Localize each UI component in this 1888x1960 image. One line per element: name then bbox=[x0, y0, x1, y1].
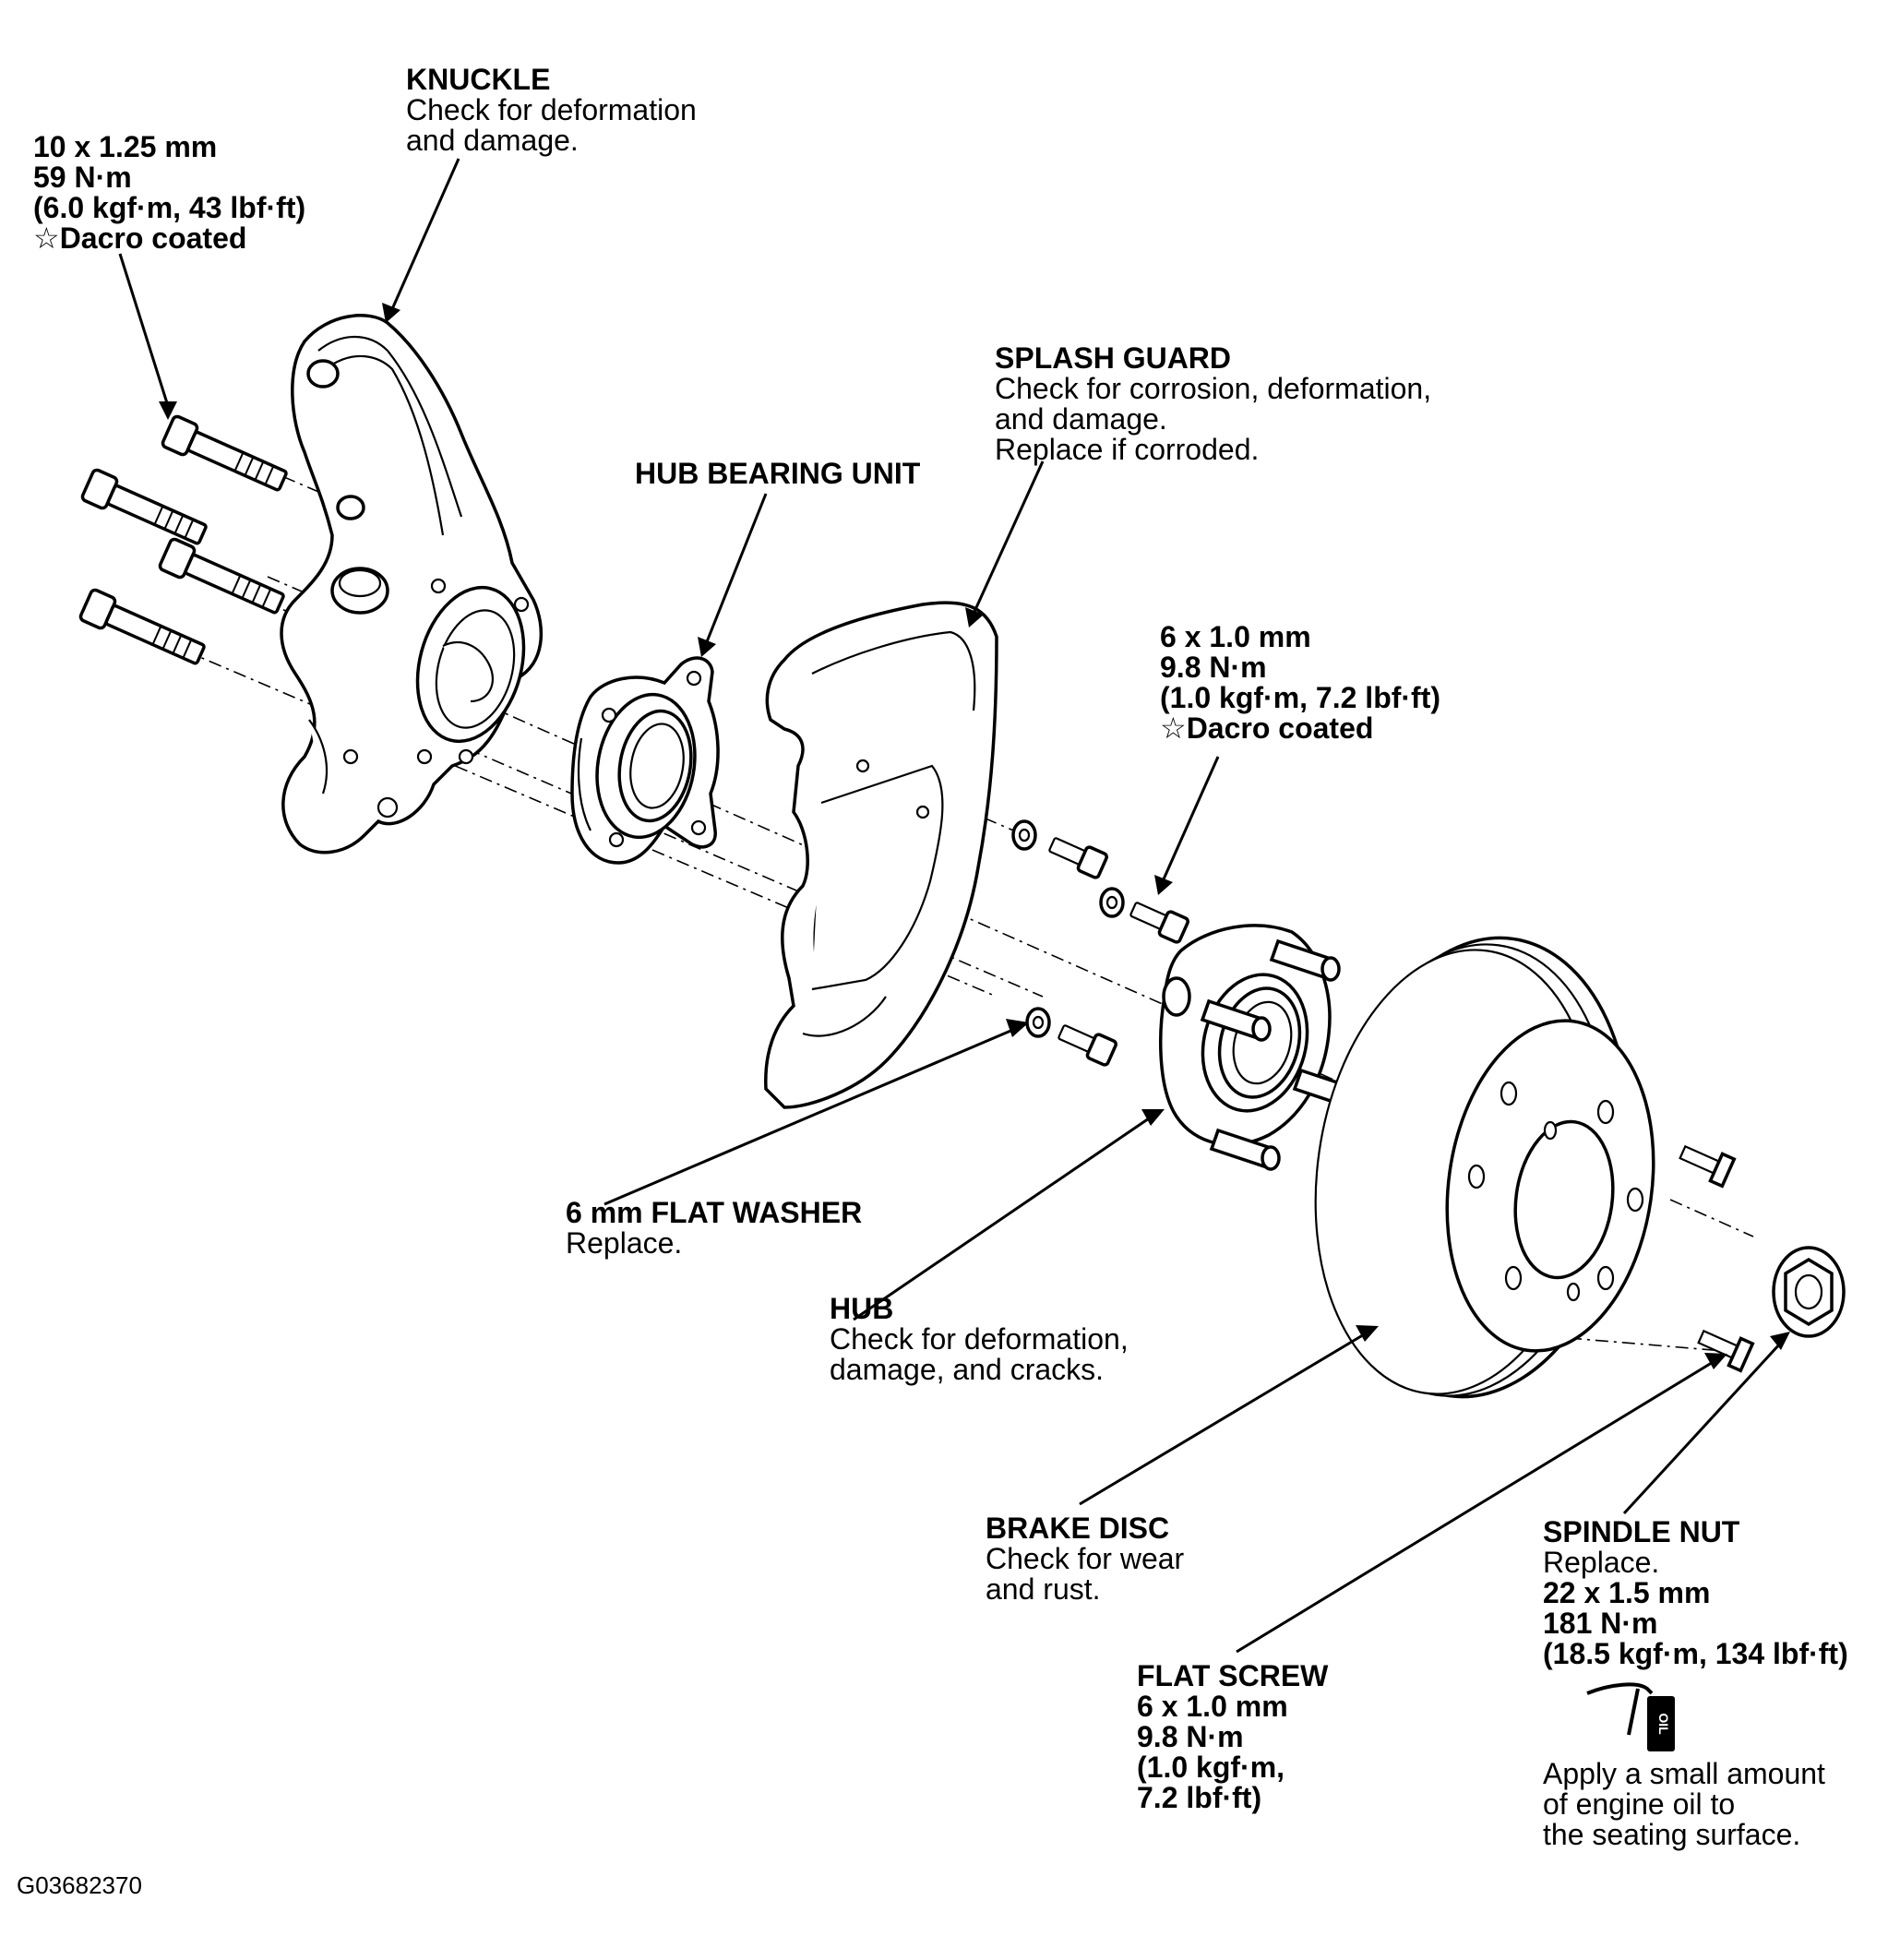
hub-part bbox=[1159, 924, 1364, 1171]
oil-can-icon: OIL bbox=[1586, 1682, 1675, 1751]
oil-note-1: Apply a small amount bbox=[1543, 1757, 1825, 1790]
spindle-nut-torque: 181 N·m bbox=[1543, 1607, 1658, 1640]
flat-screw-size: 6 x 1.0 mm bbox=[1137, 1690, 1288, 1723]
knuckle-title: KNUCKLE bbox=[406, 63, 551, 96]
knuckle-bolt-size: 10 x 1.25 mm bbox=[33, 130, 218, 163]
spindle-nut-part bbox=[1772, 1246, 1846, 1338]
flat-screw-icon bbox=[1679, 1144, 1737, 1189]
splash-bolt-torque-alt: (1.0 kgf·m, 7.2 lbf·ft) bbox=[1160, 681, 1441, 714]
figure-code: G03682370 bbox=[17, 1871, 142, 1899]
knuckle-bolt-torque: 59 N·m bbox=[33, 161, 132, 194]
splash-guard-title: SPLASH GUARD bbox=[995, 341, 1232, 375]
knuckle-bolt-icon bbox=[158, 537, 285, 615]
flat-screw-title: FLAT SCREW bbox=[1137, 1659, 1329, 1692]
knuckle-bolt-label: 10 x 1.25 mm 59 N·m (6.0 kgf·m, 43 lbf·f… bbox=[33, 132, 305, 254]
hub-bearing-unit-title: HUB BEARING UNIT bbox=[635, 457, 921, 490]
flat-screw-icon bbox=[1697, 1329, 1755, 1373]
splash-bolt-torque: 9.8 N·m bbox=[1160, 651, 1267, 684]
splash-guard-label: SPLASH GUARD Check for corrosion, deform… bbox=[995, 343, 1431, 465]
flat-screw-label: FLAT SCREW 6 x 1.0 mm 9.8 N·m (1.0 kgf·m… bbox=[1137, 1661, 1328, 1813]
spindle-nut-title: SPINDLE NUT bbox=[1543, 1515, 1740, 1548]
splash-guard-note-3: Replace if corroded. bbox=[995, 433, 1260, 466]
knuckle-bolt-icon bbox=[161, 414, 288, 492]
splash-guard-part bbox=[764, 601, 998, 1109]
oil-icon-label: OIL bbox=[1656, 1713, 1671, 1735]
small-bolt-icon bbox=[1129, 902, 1189, 944]
spindle-nut-size: 22 x 1.5 mm bbox=[1543, 1576, 1711, 1609]
leader-lines bbox=[118, 158, 1790, 1654]
splash-guard-note-2: and damage. bbox=[995, 402, 1167, 436]
flat-screw-torque-alt-1: (1.0 kgf·m, bbox=[1137, 1751, 1285, 1784]
splash-guard-bolt-label: 6 x 1.0 mm 9.8 N·m (1.0 kgf·m, 7.2 lbf·f… bbox=[1160, 622, 1440, 744]
knuckle-bolts bbox=[78, 414, 288, 665]
brake-disc-label: BRAKE DISC Check for wear and rust. bbox=[986, 1513, 1184, 1605]
knuckle-note-2: and damage. bbox=[406, 124, 579, 157]
hub-bearing-unit-label: HUB BEARING UNIT bbox=[635, 459, 920, 489]
splash-bolt-size: 6 x 1.0 mm bbox=[1160, 620, 1311, 653]
knuckle-bolt-coating: ☆Dacro coated bbox=[33, 221, 247, 255]
knuckle-bolt-icon bbox=[80, 468, 208, 545]
hub-note-2: damage, and cracks. bbox=[830, 1353, 1105, 1386]
spindle-nut-note: Replace. bbox=[1543, 1546, 1660, 1579]
splash-guard-note-1: Check for corrosion, deformation, bbox=[995, 372, 1432, 405]
flat-screw-torque-alt-2: 7.2 lbf·ft) bbox=[1137, 1781, 1262, 1814]
flat-washer-label: 6 mm FLAT WASHER Replace. bbox=[566, 1198, 862, 1259]
hub-label: HUB Check for deformation, damage, and c… bbox=[830, 1294, 1129, 1385]
splash-bolt-coating: ☆Dacro coated bbox=[1160, 711, 1374, 745]
knuckle-bolt-torque-alt: (6.0 kgf·m, 43 lbf·ft) bbox=[33, 191, 306, 224]
flat-screws bbox=[1679, 1144, 1755, 1373]
oil-instruction-label: Apply a small amount of engine oil to th… bbox=[1543, 1759, 1825, 1850]
splash-guard-bolts bbox=[1011, 819, 1189, 1067]
brake-disc-part bbox=[1314, 936, 1655, 1399]
hub-bearing-unit-part bbox=[570, 656, 720, 865]
spindle-nut-torque-alt: (18.5 kgf·m, 134 lbf·ft) bbox=[1543, 1637, 1848, 1670]
flat-washer-title: 6 mm FLAT WASHER bbox=[566, 1196, 863, 1229]
knuckle-label: KNUCKLE Check for deformation and damage… bbox=[406, 65, 697, 156]
hub-title: HUB bbox=[830, 1292, 894, 1325]
brake-disc-note-2: and rust. bbox=[986, 1572, 1101, 1606]
flat-washer-note: Replace. bbox=[566, 1226, 683, 1260]
knuckle-bolt-icon bbox=[78, 588, 206, 665]
hub-note-1: Check for deformation, bbox=[830, 1322, 1129, 1356]
oil-note-3: the seating surface. bbox=[1543, 1818, 1801, 1851]
oil-note-2: of engine oil to bbox=[1543, 1787, 1736, 1821]
small-bolt-icon bbox=[1048, 837, 1108, 879]
flat-screw-torque: 9.8 N·m bbox=[1137, 1720, 1244, 1753]
small-bolt-icon bbox=[1058, 1024, 1117, 1067]
brake-disc-title: BRAKE DISC bbox=[986, 1512, 1170, 1545]
spindle-nut-label: SPINDLE NUT Replace. 22 x 1.5 mm 181 N·m… bbox=[1543, 1517, 1848, 1669]
knuckle-note-1: Check for deformation bbox=[406, 93, 697, 126]
knuckle-part bbox=[280, 314, 544, 855]
brake-disc-note-1: Check for wear bbox=[986, 1542, 1185, 1575]
